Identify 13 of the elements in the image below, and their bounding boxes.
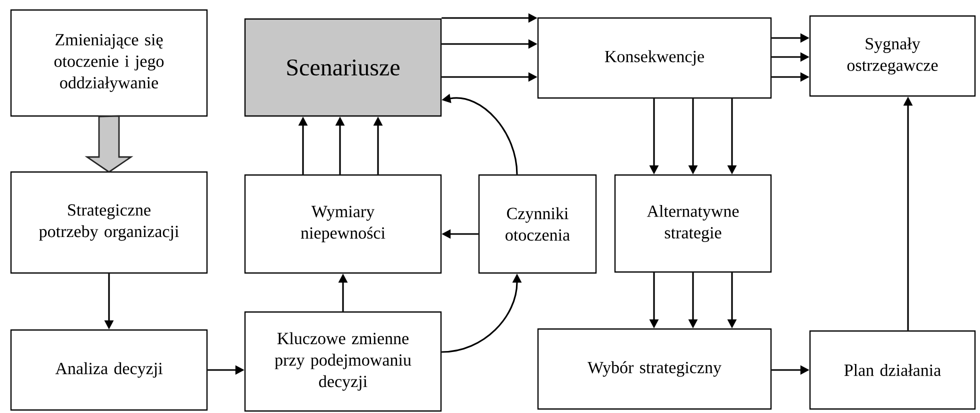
block-arrow: [84, 115, 134, 173]
process-box: Scenariusze: [244, 18, 442, 117]
process-box: Kluczowe zmienne przy podejmowaniu decyzji: [244, 311, 442, 412]
process-box: Konsekwencje: [537, 17, 772, 99]
process-box: Plan działania: [809, 330, 976, 410]
process-box: Sygnały ostrzegawcze: [809, 15, 976, 97]
process-box: Wybór strategiczny: [537, 328, 772, 410]
process-box: Analiza decyzji: [10, 329, 208, 411]
process-box: Strategiczne potrzeby organizacji: [10, 171, 208, 274]
process-box: Alternatywne strategie: [614, 174, 772, 273]
process-box: Wymiary niepewności: [244, 174, 442, 274]
process-box: Zmieniające się otoczenie i jego oddziaływanie: [10, 9, 208, 117]
process-box: Czynniki otoczenia: [478, 174, 597, 274]
